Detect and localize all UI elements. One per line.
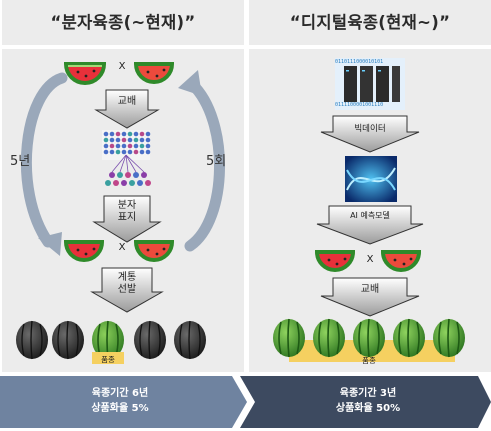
dark-watermelon-icon: [134, 320, 166, 360]
dark-watermelon-icon: [16, 320, 48, 360]
digital-breeding-panel: “디지털육종(현재~)” 0110111000010101 0111100001…: [249, 0, 491, 372]
digital-summary-banner: [240, 376, 491, 428]
molecular-marker-label-2: 표지: [117, 212, 137, 223]
cycles-label: 5회: [206, 154, 227, 169]
green-watermelon-icon: [393, 318, 425, 358]
ai-model-label: AI 예측모델: [350, 211, 390, 220]
title-divider: [249, 45, 491, 49]
watermelon-slice-icon: [314, 250, 356, 272]
molecular-marker-matrix-icon: [102, 130, 151, 186]
cross-symbol: X: [118, 61, 126, 72]
watermelon-slice-icon: [133, 240, 175, 262]
dark-watermelon-icon: [52, 320, 84, 360]
watermelon-slice-icon: [63, 62, 107, 85]
molecular-breeding-panel: “분자육종(~현재)”: [2, 0, 244, 372]
molecular-breeding-period: 육종기간 6년: [91, 388, 149, 399]
cross-symbol: X: [118, 242, 126, 253]
title-divider: [2, 45, 244, 49]
digital-breeding-title: “디지털육종(현재~)”: [289, 13, 451, 32]
molecular-commercialization-rate: 상품화율 5%: [91, 403, 149, 414]
cross-symbol: X: [366, 254, 374, 265]
watermelon-slice-icon: [380, 250, 422, 272]
molecular-summary-banner: [0, 376, 247, 428]
watermelon-slice-icon: [133, 62, 175, 84]
green-watermelon-icon: [353, 318, 385, 358]
variety-tag-background: [92, 352, 124, 364]
line-selection-label-2: 선발: [117, 284, 137, 295]
big-data-server-icon: 0110111000010101 0111100001001110: [335, 58, 405, 110]
down-arrow-icon: [92, 195, 162, 243]
dark-watermelon-icon: [174, 320, 206, 360]
variety-tag: 품종: [362, 356, 376, 365]
cycle-arrow-left: [20, 72, 68, 256]
digital-breeding-illustration: 0110111000010101 0111100001001110: [273, 58, 465, 362]
green-watermelon-icon: [313, 318, 345, 358]
svg-text:0110111000010101: 0110111000010101: [335, 59, 383, 65]
line-selection-label-1: 계통: [117, 272, 137, 283]
big-data-label: 빅데이터: [354, 124, 386, 134]
watermelon-slice-icon: [63, 240, 105, 262]
years-label: 5년: [10, 154, 31, 169]
down-arrow-icon: [320, 277, 420, 317]
cross-step-label: 교배: [360, 284, 380, 295]
svg-text:0111100001001110: 0111100001001110: [335, 102, 383, 108]
variety-tag: 품종: [101, 355, 115, 364]
digital-breeding-period: 육종기간 3년: [339, 388, 397, 399]
green-watermelon-icon: [273, 318, 305, 358]
cycle-arrow-right: [178, 70, 225, 252]
digital-commercialization-rate: 상품화율 50%: [335, 403, 401, 414]
down-arrow-icon: [90, 267, 164, 313]
down-arrow-icon: [316, 205, 424, 245]
molecular-breeding-title: “분자육종(~현재)”: [50, 13, 196, 32]
molecular-marker-label-1: 분자: [117, 200, 137, 211]
molecular-breeding-illustration: [16, 62, 225, 364]
summary-banners: [0, 376, 491, 428]
down-arrow-icon: [320, 115, 420, 153]
dna-data-icon: [345, 156, 397, 202]
down-arrow-icon: [94, 89, 160, 129]
cross-step-label: 교배: [117, 96, 137, 107]
green-watermelon-icon: [433, 318, 465, 358]
